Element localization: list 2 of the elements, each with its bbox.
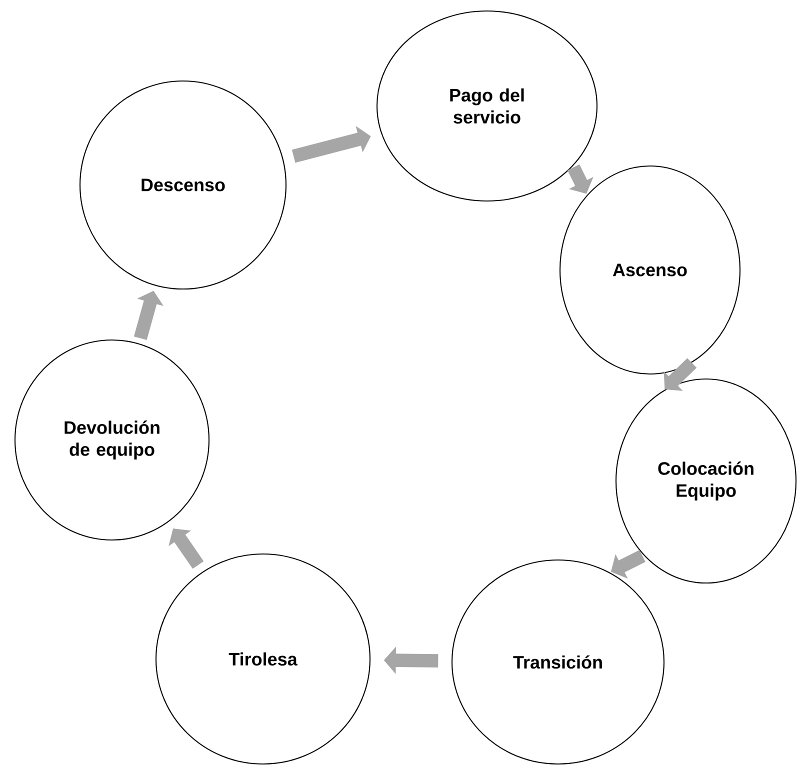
- block-arrow: [664, 358, 697, 391]
- block-arrow: [168, 528, 204, 569]
